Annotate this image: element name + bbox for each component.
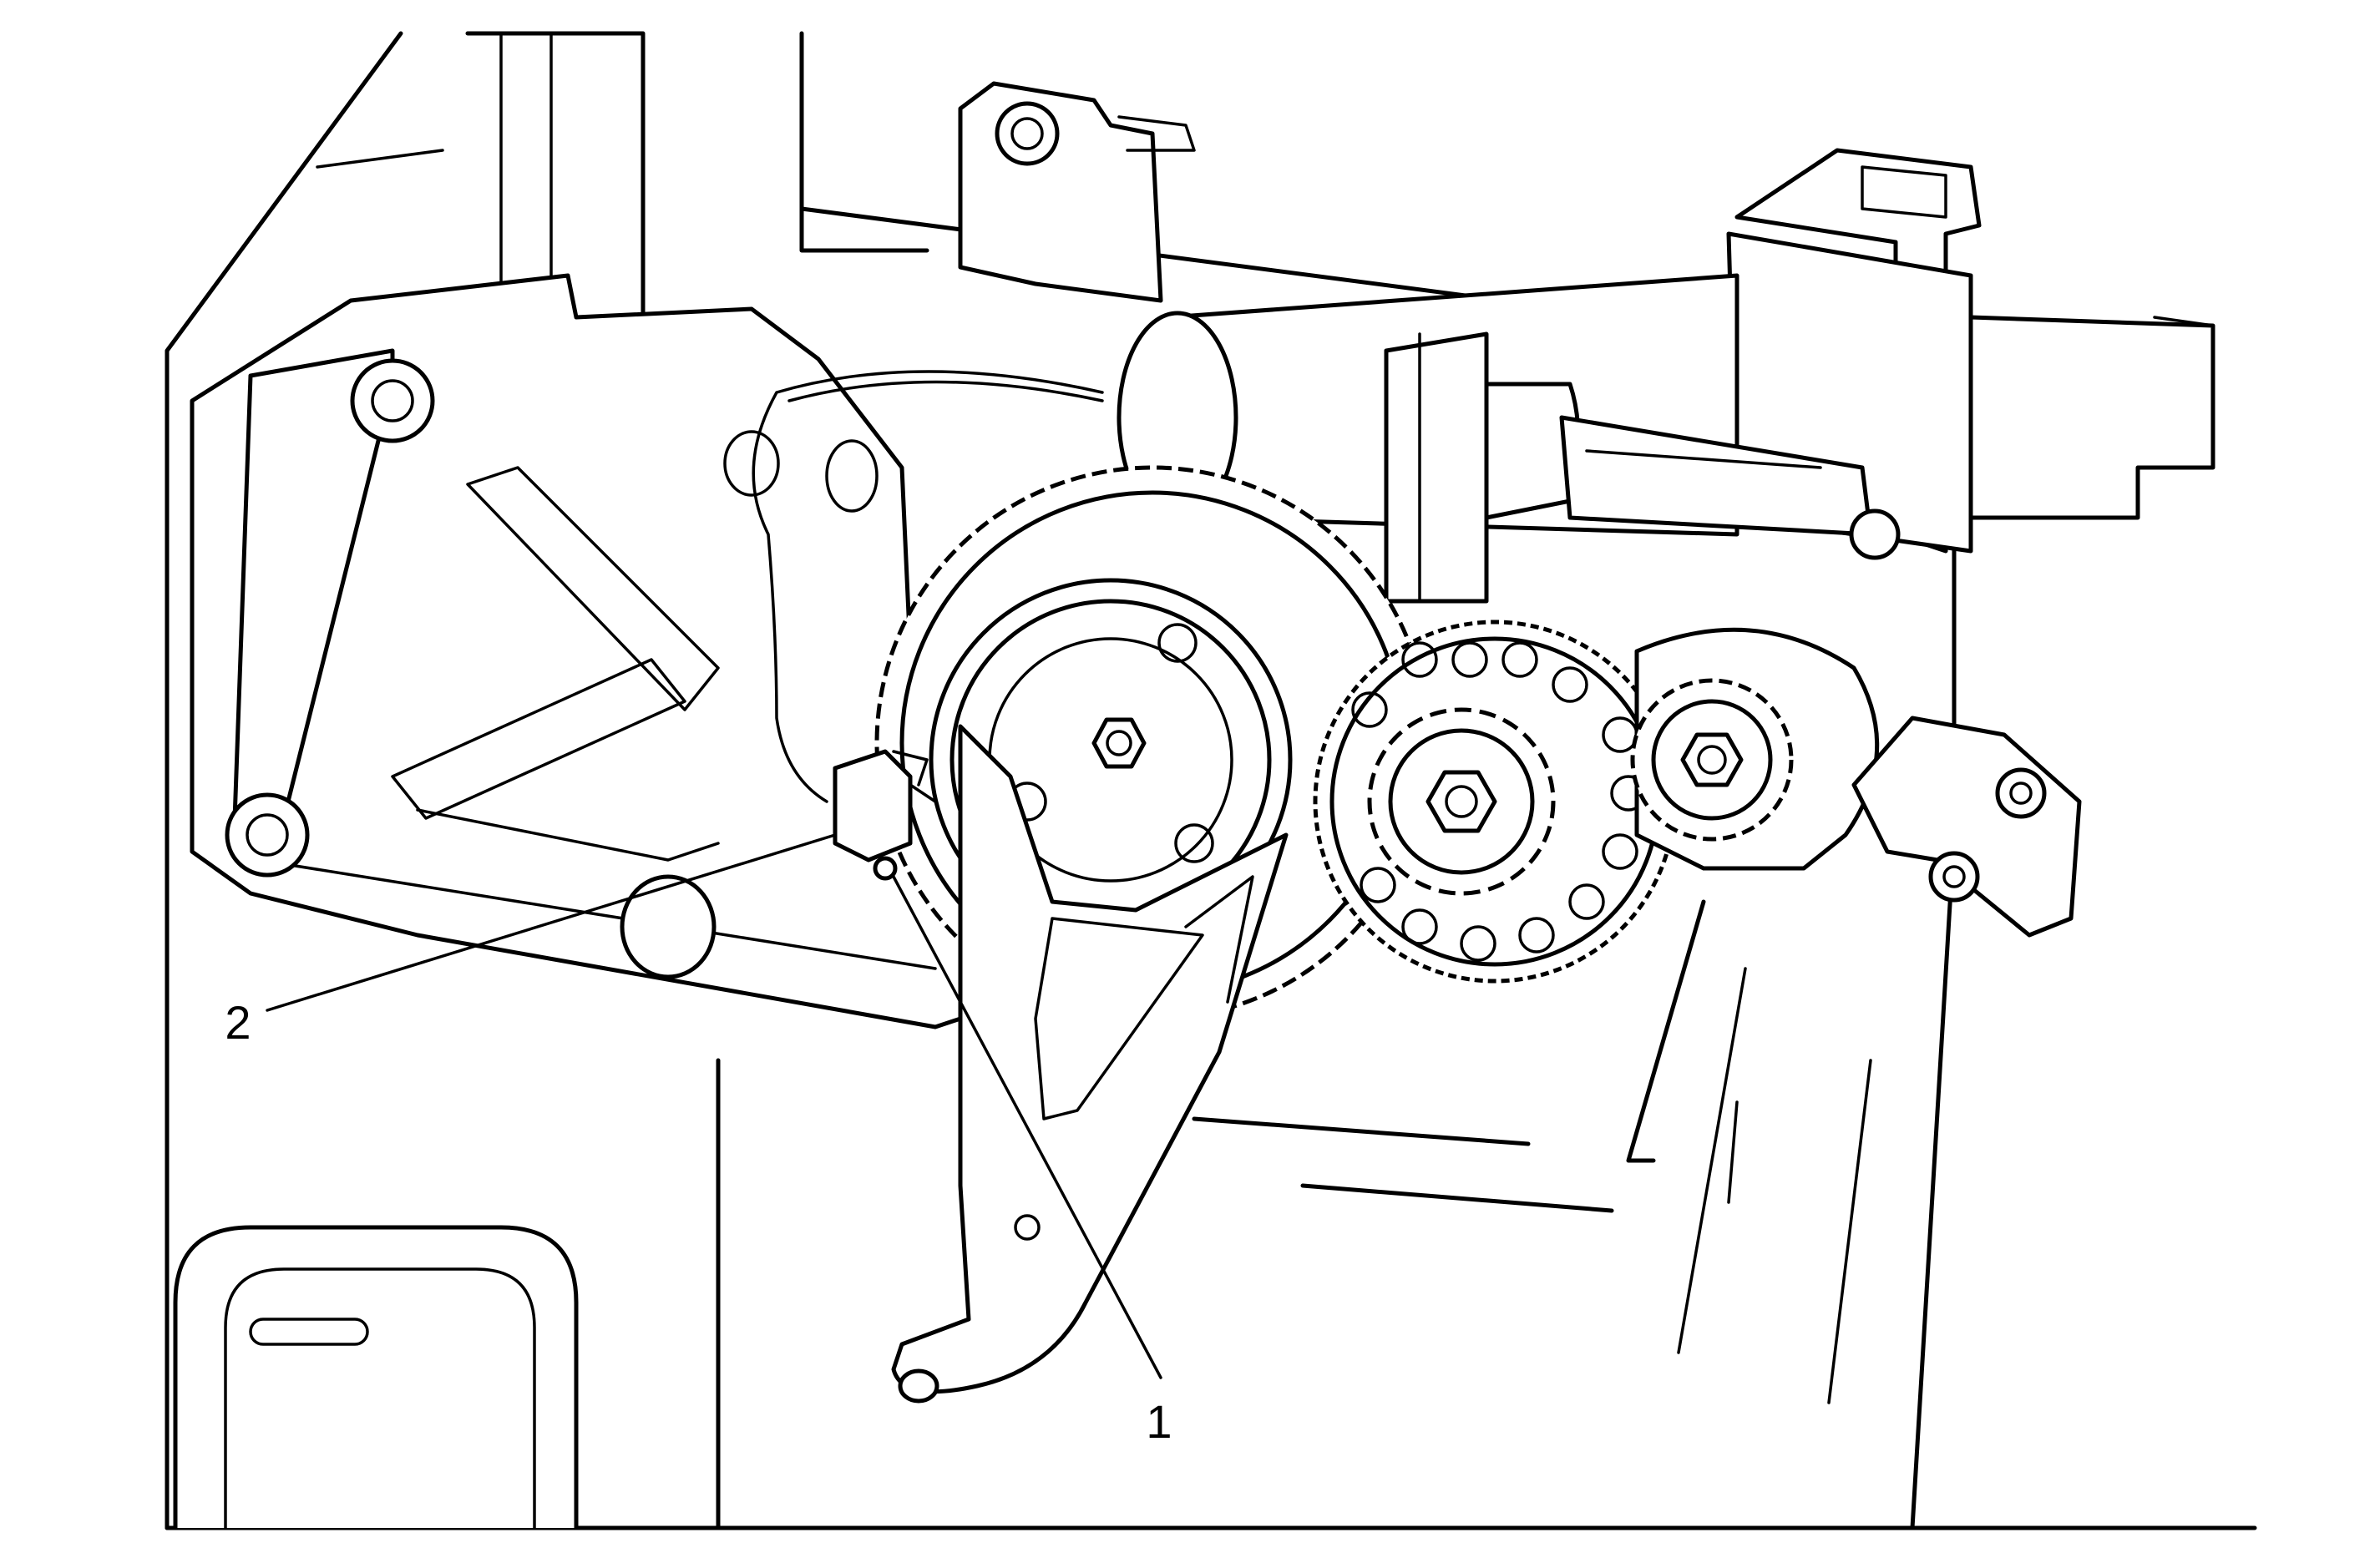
lower-tab	[173, 1225, 579, 1530]
callout-labels: 1 2	[225, 996, 1172, 1448]
housing-panel	[165, 31, 2257, 1530]
plate-bolt-bottom-icon	[225, 792, 310, 878]
sector-lever-arm	[891, 724, 1289, 1404]
callout-2-leader	[266, 833, 837, 1012]
lever-pin-icon	[898, 1368, 939, 1404]
callout-1-label: 1	[1146, 1395, 1172, 1448]
position-switch	[833, 749, 937, 881]
callout-leaders	[266, 833, 1162, 1379]
small-pinion-gear	[1630, 627, 1880, 871]
upper-bracket	[958, 81, 1196, 303]
idler-nut-icon	[1425, 770, 1497, 833]
bracket-bolt-icon	[995, 101, 1060, 166]
right-link-bracket	[1851, 716, 2082, 938]
callout-1-leader	[892, 875, 1162, 1379]
wire-harness	[752, 370, 1104, 803]
motor-assembly	[1117, 148, 2215, 604]
hub-nut-icon	[1091, 717, 1147, 769]
link-pivot-top-icon	[1995, 767, 2047, 819]
pinion-nut-icon	[1680, 732, 1744, 787]
idler-gear	[1313, 620, 1677, 984]
callout-2-label: 2	[225, 996, 251, 1049]
plate-bolt-top-icon	[350, 358, 435, 443]
plate-boss-icon	[620, 874, 717, 979]
link-pivot-bottom-icon	[1928, 851, 1980, 903]
switch-screw-icon	[873, 856, 898, 881]
